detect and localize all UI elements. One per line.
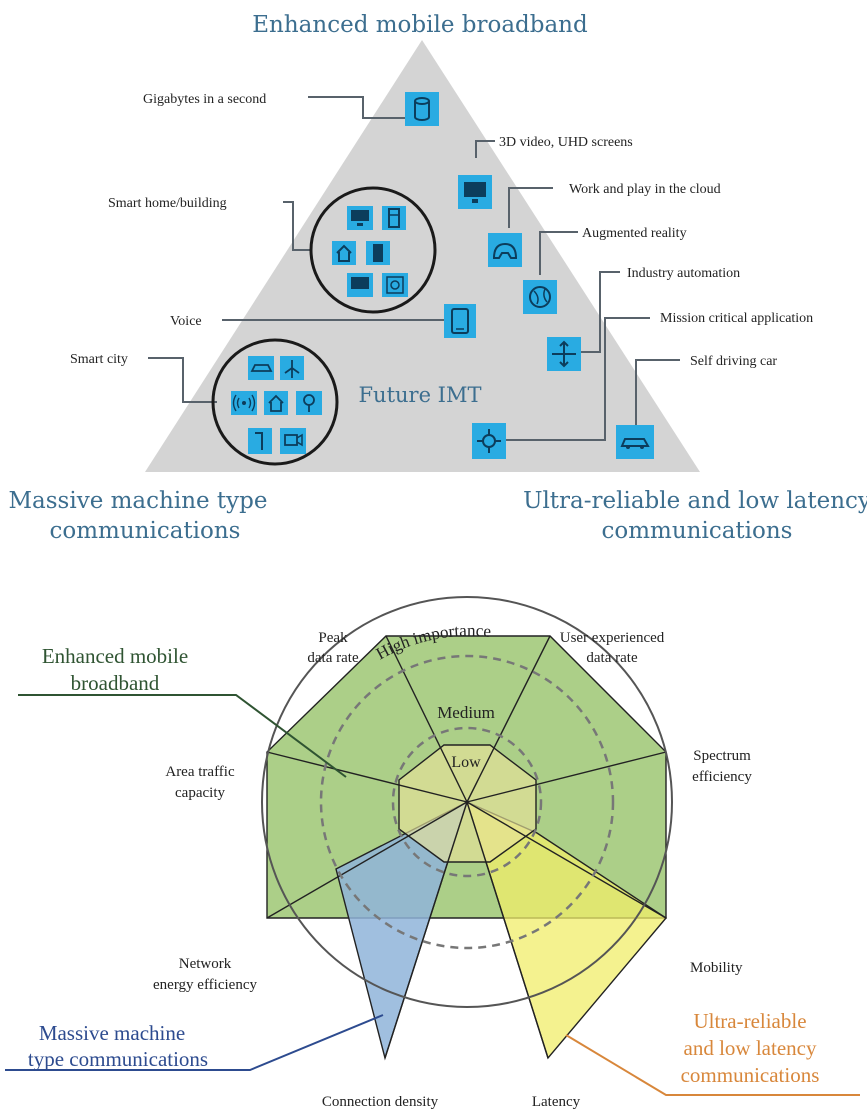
fridge-icon bbox=[382, 206, 406, 230]
callout-3d-video: 3D video, UHD screens bbox=[499, 135, 633, 150]
axis-area-line1: Area traffic bbox=[165, 764, 235, 780]
callout-voice: Voice bbox=[170, 314, 202, 329]
industry-arrows-icon bbox=[547, 337, 581, 371]
callout-mission-critical: Mission critical application bbox=[660, 311, 813, 326]
callout-industry-automation: Industry automation bbox=[627, 266, 740, 281]
axis-peak-line2: data rate bbox=[307, 650, 359, 666]
wind-turbine-icon bbox=[280, 356, 304, 380]
high-importance-ring bbox=[261, 596, 673, 1008]
car-icon bbox=[616, 425, 654, 459]
low-label: Low bbox=[451, 754, 481, 771]
tree-sensor-icon bbox=[296, 391, 322, 415]
axis-user-line2: data rate bbox=[586, 650, 638, 666]
house-icon bbox=[332, 241, 356, 265]
urllc-legend-line2: and low latency bbox=[684, 1036, 817, 1060]
axis-area-line2: capacity bbox=[175, 785, 225, 801]
urllc-legend-line1: Ultra-reliable bbox=[693, 1009, 806, 1033]
right-scenario-label-line1: Ultra-reliable and low latency bbox=[523, 488, 867, 514]
top-scenario-label: Enhanced mobile broadband bbox=[252, 12, 588, 38]
crosshair-icon bbox=[472, 423, 506, 459]
callout-smart-city: Smart city bbox=[70, 352, 128, 367]
mmtc-legend-line1: Massive machine bbox=[39, 1021, 185, 1045]
monitor-icon bbox=[458, 175, 492, 209]
medium-ring bbox=[319, 654, 615, 950]
urllc-pointer bbox=[565, 1034, 860, 1096]
street-light-icon bbox=[248, 428, 272, 454]
tv-icon bbox=[347, 273, 373, 297]
axis-network-line1: Network bbox=[179, 956, 232, 972]
axis-spectrum-line1: Spectrum bbox=[693, 748, 751, 764]
embb-legend-line1: Enhanced mobile bbox=[42, 644, 188, 668]
right-scenario-label-line2: communications bbox=[602, 518, 793, 544]
embb-legend-line2: broadband bbox=[71, 671, 160, 695]
phone-icon bbox=[444, 304, 476, 338]
axis-mobility: Mobility bbox=[690, 960, 743, 976]
database-icon bbox=[405, 92, 439, 126]
axis-connection-density: Connection density bbox=[322, 1094, 439, 1110]
gamepad-icon bbox=[488, 233, 522, 267]
radar-chart bbox=[261, 596, 673, 1061]
axis-latency: Latency bbox=[532, 1094, 581, 1110]
callout-gigabytes: Gigabytes in a second bbox=[143, 92, 266, 107]
callout-work-play: Work and play in the cloud bbox=[569, 182, 721, 197]
axis-network-line2: energy efficiency bbox=[153, 977, 257, 993]
medium-label: Medium bbox=[437, 703, 495, 722]
globe-icon bbox=[523, 280, 557, 314]
low-ring bbox=[391, 726, 543, 878]
camera-icon bbox=[280, 428, 306, 454]
axis-user-line1: User experienced bbox=[560, 630, 665, 646]
left-scenario-label-line1: Massive machine type bbox=[8, 488, 267, 514]
smart-city-group bbox=[211, 338, 339, 466]
desktop-icon bbox=[347, 206, 373, 230]
axis-spectrum-line2: efficiency bbox=[692, 769, 752, 785]
appliance-icon bbox=[366, 241, 390, 265]
washer-icon bbox=[382, 273, 408, 297]
wireless-icon bbox=[231, 391, 257, 415]
city-car-icon bbox=[248, 356, 274, 380]
smart-home-group bbox=[309, 186, 437, 314]
axis-peak-line1: Peak bbox=[318, 630, 348, 646]
callout-self-driving: Self driving car bbox=[690, 354, 777, 369]
city-house-icon bbox=[264, 391, 288, 415]
callout-smart-home: Smart home/building bbox=[108, 196, 227, 211]
urllc-legend-line3: communications bbox=[681, 1063, 820, 1087]
mmtc-legend-line2: type communications bbox=[28, 1047, 208, 1071]
left-scenario-label-line2: communications bbox=[50, 518, 241, 544]
future-imt-label: Future IMT bbox=[358, 383, 481, 407]
callout-lines bbox=[148, 96, 680, 441]
embb-pointer bbox=[18, 694, 347, 778]
radar-spokes bbox=[266, 635, 667, 1059]
callout-augmented-reality: Augmented reality bbox=[582, 226, 687, 241]
mmtc-pointer bbox=[5, 1014, 384, 1071]
